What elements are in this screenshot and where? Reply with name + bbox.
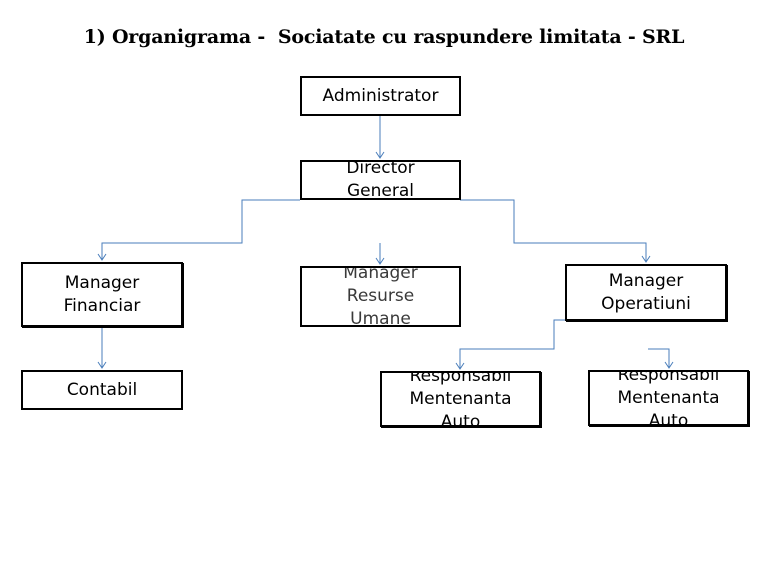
node-manager-operatiuni-label: Manager Operatiuni xyxy=(601,270,691,314)
arrowhead-responsabil-2 xyxy=(664,361,674,369)
arrowhead-director xyxy=(375,151,385,159)
connector-director-operatiuni xyxy=(460,199,647,262)
connector-operatiuni-responsabil-1 xyxy=(459,319,594,369)
node-responsabil-mentenanta-1: Responsabil Mentenanta Auto xyxy=(380,371,541,427)
arrowhead-operatiuni xyxy=(641,255,651,263)
arrowhead-responsabil-1 xyxy=(455,362,465,370)
node-manager-resurse-umane-label: Manager Resurse Umane xyxy=(343,266,418,327)
node-responsabil-mentenanta-1-label: Responsabil Mentenanta Auto xyxy=(409,371,512,427)
node-contabil-label: Contabil xyxy=(66,379,138,400)
node-manager-financiar-label: Manager Financiar xyxy=(63,272,141,316)
node-contabil: Contabil xyxy=(21,370,183,410)
node-director-general: Director General xyxy=(300,160,461,200)
node-director-general-label: Director General xyxy=(346,160,415,200)
arrowhead-resurse xyxy=(375,257,385,265)
node-manager-operatiuni: Manager Operatiuni xyxy=(565,264,727,321)
node-manager-financiar: Manager Financiar xyxy=(21,262,183,327)
connector-operatiuni-responsabil-2 xyxy=(648,348,670,368)
arrowhead-contabil xyxy=(97,361,107,369)
node-manager-resurse-umane: Manager Resurse Umane xyxy=(300,266,461,327)
node-administrator: Administrator xyxy=(300,76,461,116)
node-responsabil-mentenanta-2-label: Responsabil Mentenanta Auto xyxy=(617,370,720,426)
chart-title: 1) Organigrama - Sociatate cu raspundere… xyxy=(83,26,685,48)
connector-director-financiar xyxy=(101,199,300,260)
node-administrator-label: Administrator xyxy=(322,85,439,106)
node-responsabil-mentenanta-2: Responsabil Mentenanta Auto xyxy=(588,370,749,426)
arrowhead-financiar xyxy=(97,253,107,261)
